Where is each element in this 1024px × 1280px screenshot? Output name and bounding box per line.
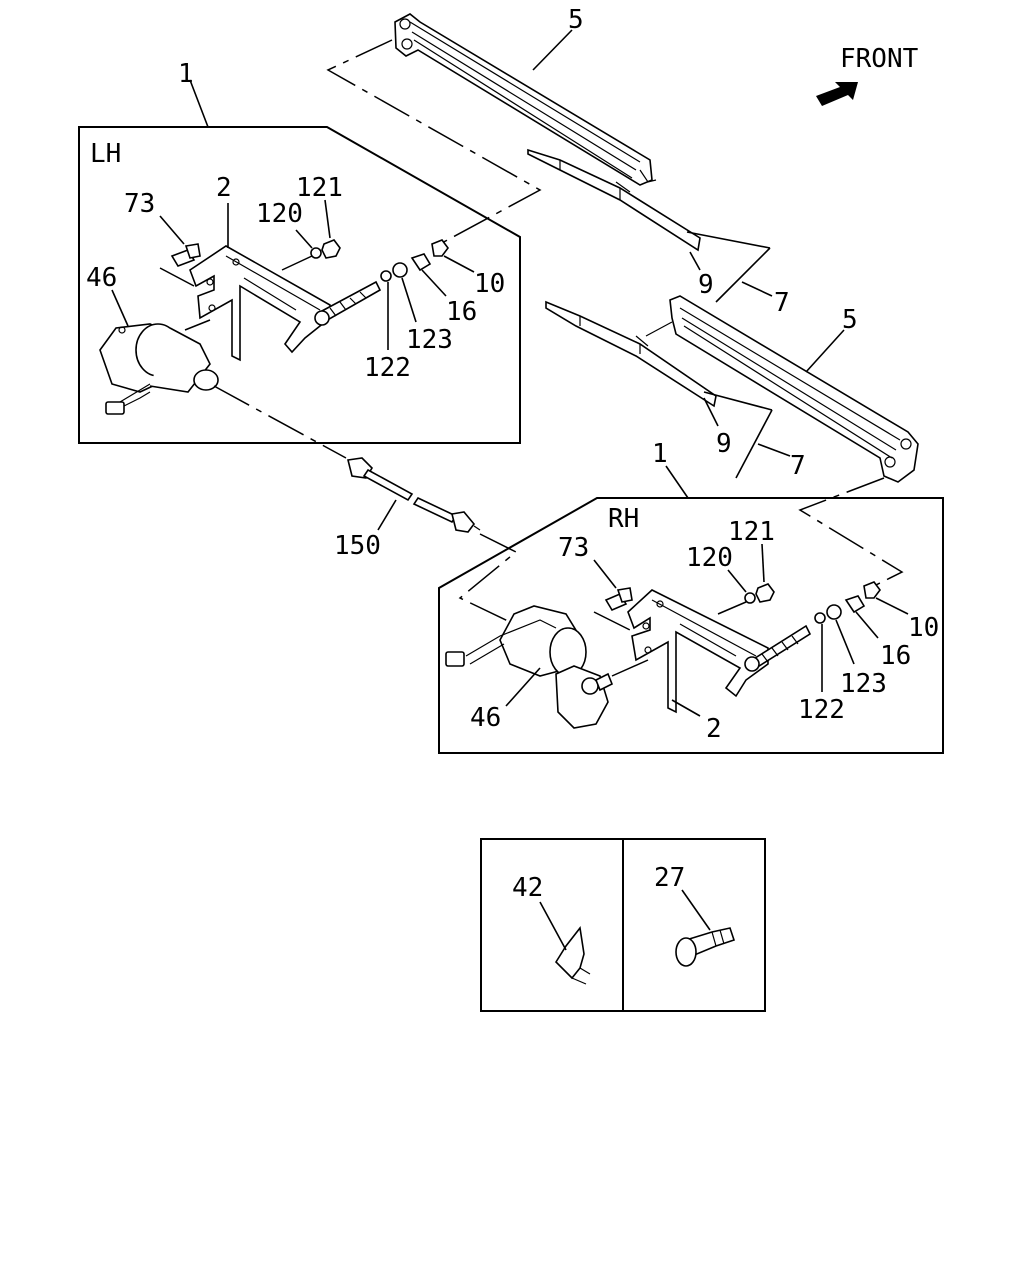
- lh-pivot-shaft: [314, 280, 382, 326]
- rh-washer-122: [814, 612, 826, 624]
- rh-washer-123-callout: 123: [840, 669, 887, 699]
- rh-bolt-callout: 73: [558, 533, 589, 563]
- rh-motor-callout: 46: [470, 703, 501, 733]
- lh-nut-121: [321, 239, 341, 259]
- rh-bracket-callout: 2: [706, 714, 722, 744]
- rh-blade-callout: 9: [716, 429, 732, 459]
- rh-wiper-arm: [669, 295, 919, 483]
- clip-part: [554, 926, 591, 985]
- rh-nut-10: [863, 581, 881, 599]
- lh-washer-123-callout: 123: [406, 325, 453, 355]
- lh-panel: LH: [78, 126, 521, 444]
- rh-bracket: [627, 589, 769, 714]
- rh-washer-120: [744, 592, 756, 604]
- lh-bracket-callout: 2: [216, 173, 232, 203]
- rh-panel-tag: RH: [608, 504, 639, 534]
- lh-cap-16: [410, 253, 432, 272]
- lh-blade-callout: 9: [698, 270, 714, 300]
- bolt-27-part: [675, 927, 736, 967]
- lh-assembly-callout: 1: [178, 59, 194, 89]
- bolt-27-callout: 27: [654, 863, 685, 893]
- lh-washer-122-callout: 122: [364, 353, 411, 383]
- front-arrow-icon: [816, 82, 858, 106]
- lh-bolt-callout: 73: [124, 189, 155, 219]
- rh-bolt: [604, 587, 633, 612]
- rh-arm-callout: 5: [842, 305, 858, 335]
- lh-arm-callout: 5: [568, 5, 584, 35]
- accessory-inset: [480, 838, 766, 1012]
- lh-wiper-motor: [99, 323, 219, 415]
- rh-nut-10-callout: 10: [908, 613, 939, 643]
- rh-washer-120-callout: 120: [686, 543, 733, 573]
- rh-wiper-motor: [445, 605, 614, 729]
- lh-panel-tag: LH: [90, 139, 121, 169]
- lh-cap-16-callout: 16: [446, 297, 477, 327]
- lh-washer-123: [392, 262, 408, 278]
- lh-nut-121-callout: 121: [296, 173, 343, 203]
- rh-pivot-shaft: [744, 624, 812, 672]
- clip-callout: 42: [512, 873, 543, 903]
- rh-washer-123: [826, 604, 842, 620]
- lh-motor-callout: 46: [86, 263, 117, 293]
- lh-washer-122: [380, 270, 392, 282]
- link-rod: [347, 457, 481, 533]
- lh-washer-120: [310, 247, 322, 259]
- rh-cap-16-callout: 16: [880, 641, 911, 671]
- rh-blade-set-callout: 7: [790, 451, 806, 481]
- lh-bolt: [170, 243, 201, 267]
- lh-washer-120-callout: 120: [256, 199, 303, 229]
- rh-nut-121-callout: 121: [728, 517, 775, 547]
- lh-nut-10: [431, 239, 449, 257]
- front-label: FRONT: [840, 44, 919, 74]
- lh-wiper-arm: [394, 13, 657, 186]
- front-indicator: FRONT: [816, 44, 919, 106]
- rh-assembly-callout: 1: [652, 439, 668, 469]
- lh-bracket: [189, 245, 331, 362]
- lh-wiper-blade: [527, 148, 701, 252]
- rh-panel: RH: [438, 497, 944, 754]
- link-rod-callout: 150: [334, 531, 381, 561]
- lh-nut-10-callout: 10: [474, 269, 505, 299]
- rh-washer-122-callout: 122: [798, 695, 845, 725]
- rh-cap-16: [844, 595, 866, 614]
- rh-wiper-blade: [545, 300, 717, 408]
- rh-nut-121: [755, 583, 775, 603]
- lh-blade-set-callout: 7: [774, 288, 790, 318]
